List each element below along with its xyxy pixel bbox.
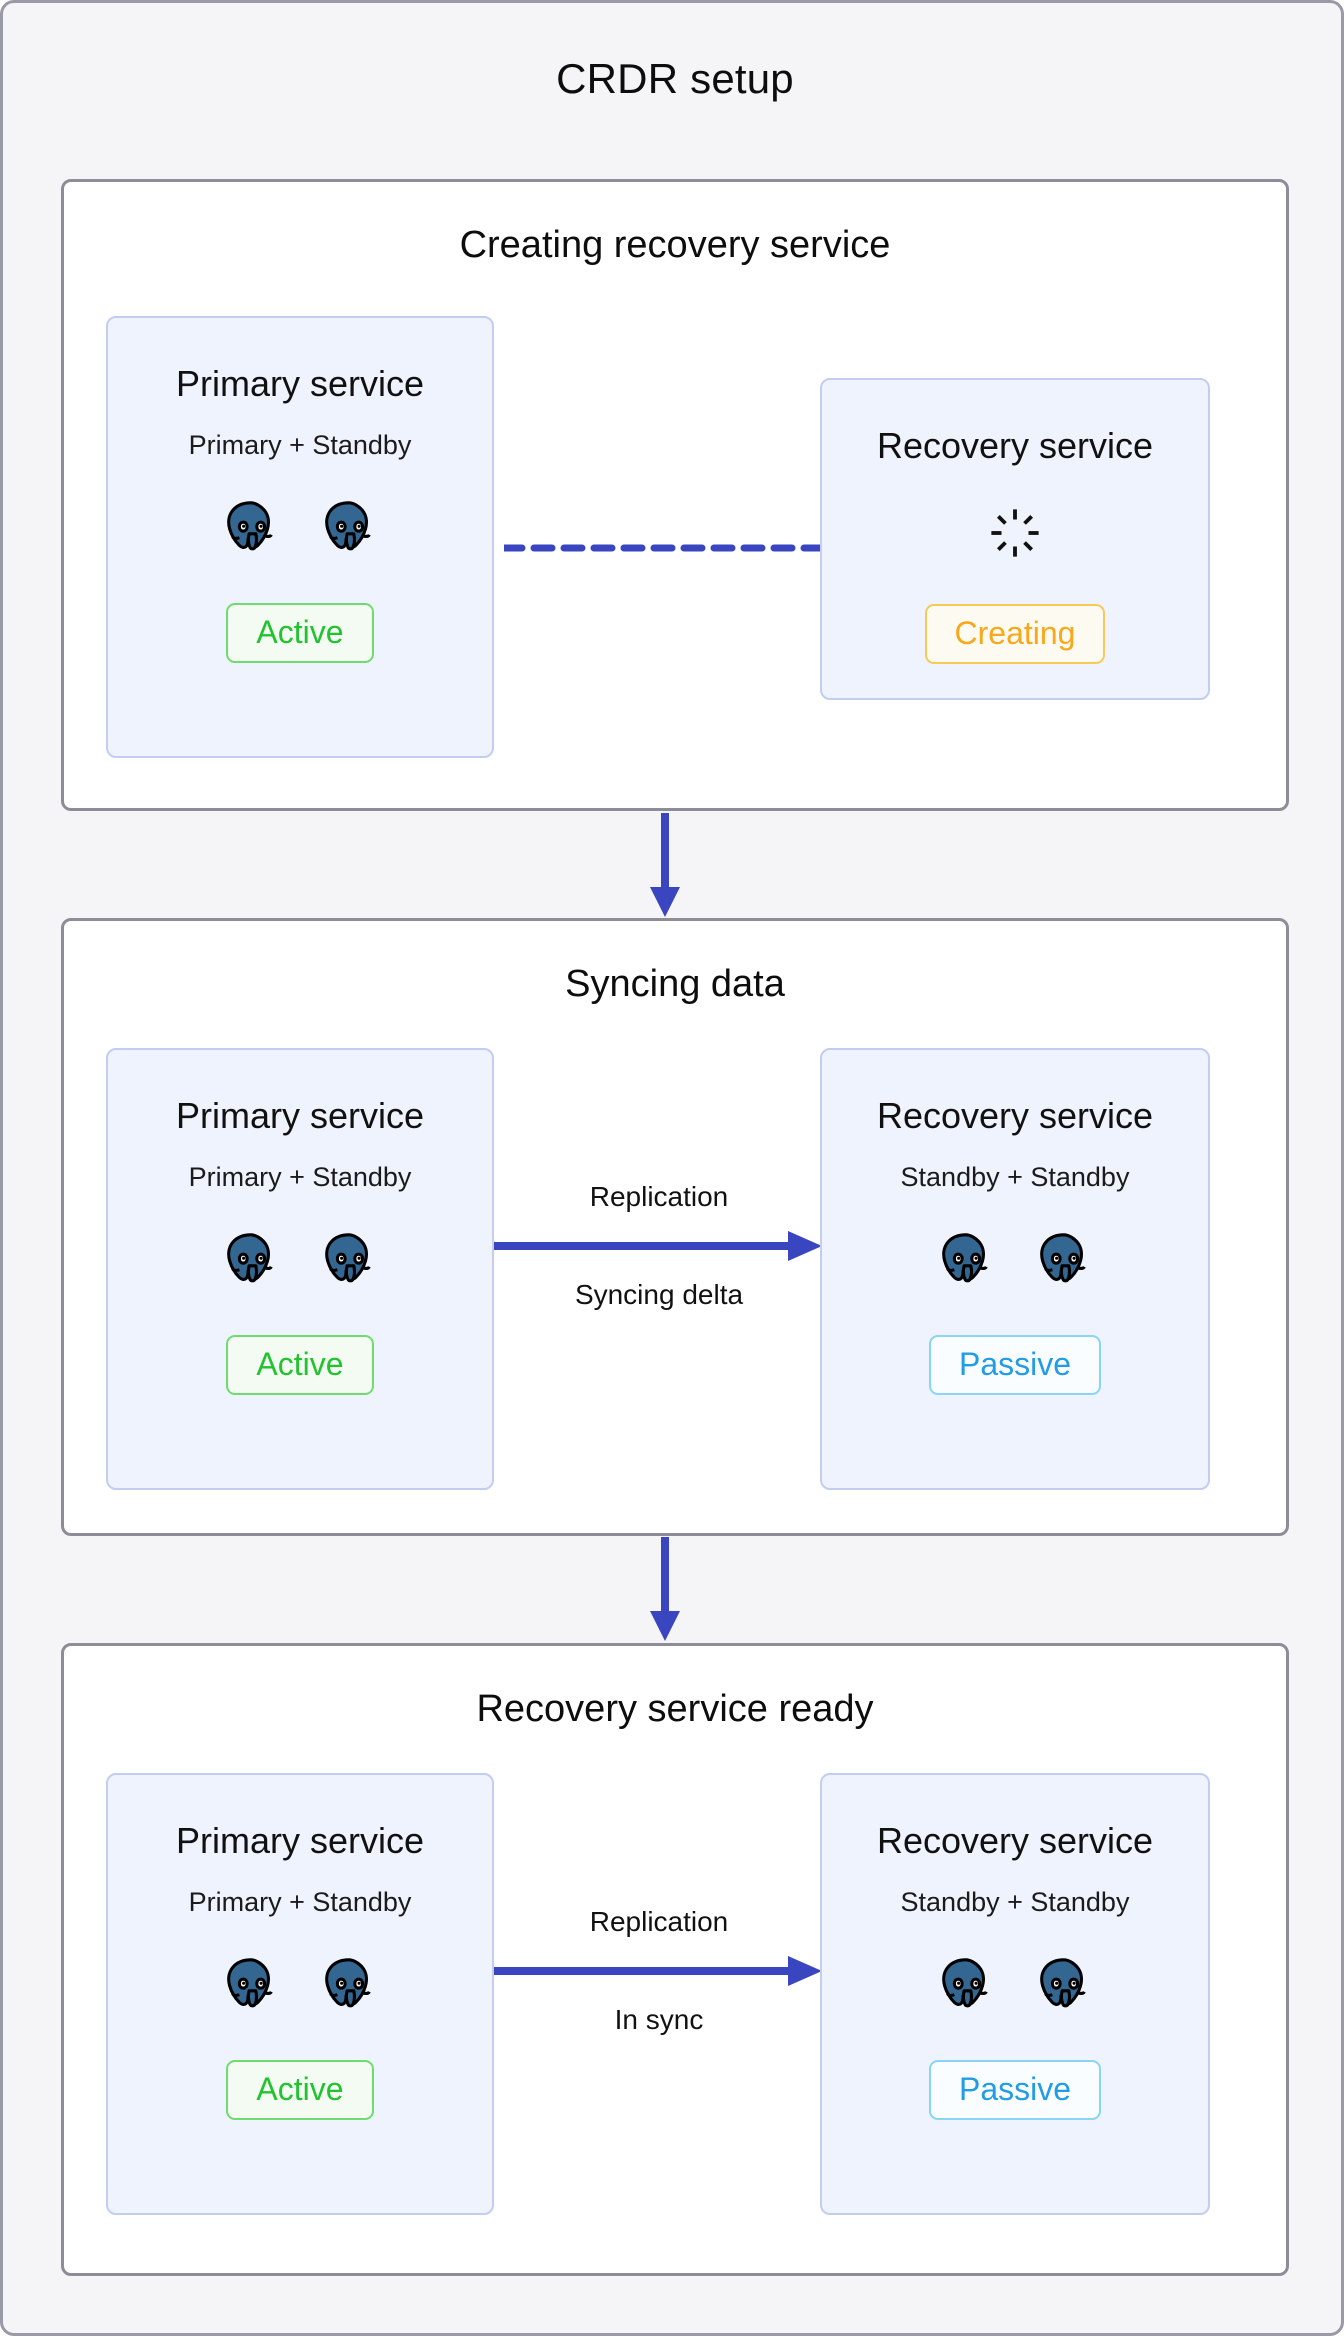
- postgres-elephant-icon: [1040, 1233, 1086, 1283]
- node-list: [935, 1954, 1095, 2016]
- panel-syncing-data: Syncing data Primary service Primary + S…: [61, 918, 1289, 1536]
- replication-link: Replication Syncing delta: [494, 1183, 824, 1309]
- status-badge: Passive: [928, 1335, 1102, 1395]
- replication-label-bottom: Syncing delta: [574, 1279, 744, 1310]
- panel-title: Recovery service ready: [476, 1688, 874, 1730]
- panel-title: Syncing data: [565, 963, 785, 1005]
- service-name: Primary service: [175, 1820, 425, 1861]
- status-badge: Passive: [928, 2060, 1102, 2120]
- service-topology: Primary + Standby: [188, 1887, 412, 1917]
- service-name: Primary service: [175, 363, 425, 404]
- postgres-elephant-icon: [1040, 1958, 1086, 2008]
- recovery-service-card: Recovery service Creating: [820, 378, 1210, 700]
- recovery-service-card: Recovery service Standby + Standby: [820, 1773, 1210, 2215]
- right-arrow-icon: [494, 1231, 822, 1261]
- node-list: [220, 1954, 380, 2016]
- panel-title: Creating recovery service: [459, 224, 891, 266]
- status-badge: Active: [226, 2060, 374, 2120]
- service-topology: Primary + Standby: [188, 430, 412, 460]
- status-badge: Creating: [924, 604, 1106, 664]
- replication-label-top: Replication: [589, 1906, 729, 1937]
- diagram-title: CRDR setup: [556, 55, 794, 102]
- recovery-service-card: Recovery service Standby + Standby: [820, 1048, 1210, 1490]
- service-name: Recovery service: [876, 425, 1154, 466]
- replication-link: Replication In sync: [494, 1908, 824, 2034]
- postgres-elephant-icon: [227, 501, 273, 551]
- down-arrow-icon: [650, 813, 680, 917]
- primary-service-card: Primary service Primary + Standby: [106, 1773, 494, 2215]
- node-list: [220, 497, 380, 559]
- replication-label-top: Replication: [589, 1181, 729, 1212]
- service-topology: Primary + Standby: [188, 1162, 412, 1192]
- loading-spinner-icon: [991, 509, 1039, 557]
- service-topology: Standby + Standby: [900, 1887, 1130, 1917]
- postgres-elephant-icon: [942, 1958, 988, 2008]
- replication-label-bottom: In sync: [614, 2004, 704, 2035]
- service-name: Recovery service: [876, 1820, 1154, 1861]
- status-badge: Active: [226, 603, 374, 663]
- dashed-link-icon: [504, 544, 822, 552]
- primary-service-card: Primary service Primary + Standby: [106, 1048, 494, 1490]
- down-arrow-icon: [650, 1537, 680, 1641]
- postgres-elephant-icon: [325, 501, 371, 551]
- service-name: Recovery service: [876, 1095, 1154, 1136]
- postgres-elephant-icon: [325, 1958, 371, 2008]
- service-name: Primary service: [175, 1095, 425, 1136]
- service-topology: Standby + Standby: [900, 1162, 1130, 1192]
- primary-service-card: Primary service Primary + Standby: [106, 316, 494, 758]
- postgres-elephant-icon: [227, 1233, 273, 1283]
- postgres-elephant-icon: [227, 1958, 273, 2008]
- node-list: [220, 1229, 380, 1291]
- node-list: [935, 1229, 1095, 1291]
- postgres-elephant-icon: [942, 1233, 988, 1283]
- status-badge: Active: [226, 1335, 374, 1395]
- panel-creating-recovery-service: Creating recovery service Primary servic…: [61, 179, 1289, 811]
- right-arrow-icon: [494, 1956, 822, 1986]
- postgres-elephant-icon: [325, 1233, 371, 1283]
- panel-recovery-service-ready: Recovery service ready Primary service P…: [61, 1643, 1289, 2276]
